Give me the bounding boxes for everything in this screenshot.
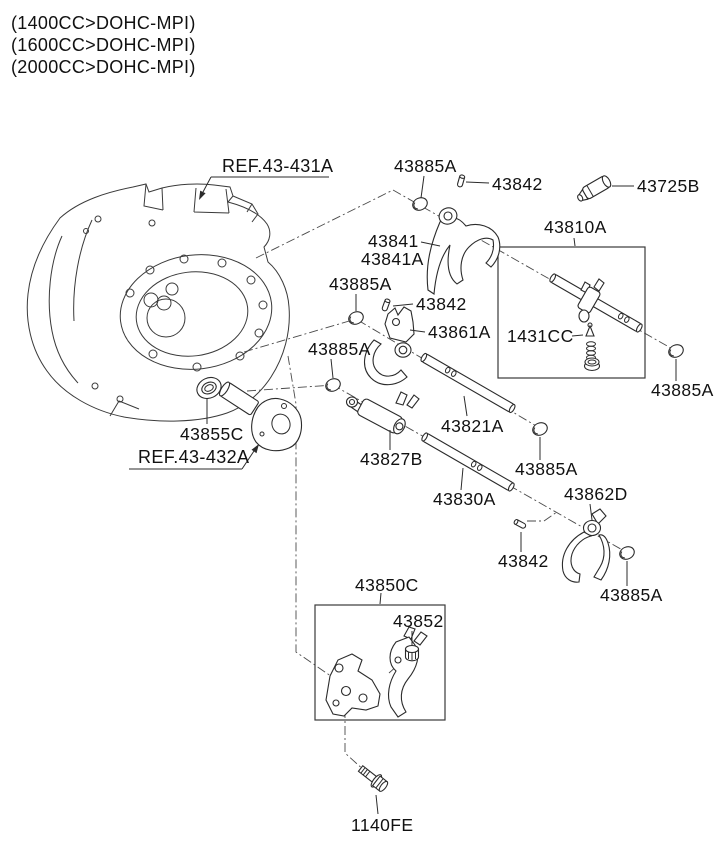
bushing-43885a-5: [619, 546, 635, 560]
plug-43725b: [577, 175, 612, 202]
label-1431cc: 1431CC: [507, 326, 574, 346]
label-ref-431a: REF.43-431A: [222, 156, 333, 176]
oil-seal-43855c: [196, 376, 222, 400]
label-43885a-6: 43885A: [651, 380, 714, 400]
label-43841: 43841: [368, 231, 419, 251]
label-43885a-3: 43885A: [308, 339, 371, 359]
lever-43850c: [387, 626, 428, 718]
bolt-1140fe: [357, 765, 389, 792]
label-43885a-1: 43885A: [394, 156, 457, 176]
pin-43842-2: [381, 298, 391, 312]
label-1140fe: 1140FE: [351, 815, 413, 835]
label-43841a: 43841A: [361, 249, 424, 269]
bushing-43885a-6: [668, 344, 684, 358]
pin-43842-3: [513, 519, 527, 529]
leader-lines: [129, 175, 677, 815]
bracket-43850c: [325, 653, 381, 717]
plug-43852: [404, 644, 420, 662]
box-43850c: [314, 604, 446, 721]
label-43855c: 43855C: [180, 424, 244, 444]
transmission-case-drawing: [26, 183, 290, 422]
variant-line-2: (1600CC>DOHC-MPI): [11, 35, 196, 55]
shaft-43830a: [421, 432, 515, 492]
box-43810a: [497, 246, 646, 379]
bushing-43885a-2: [348, 311, 364, 325]
variant-line-1: (1400CC>DOHC-MPI): [11, 13, 196, 33]
part-labels: REF.43-431A 43885A 43842 43725B 43810A 4…: [138, 156, 714, 835]
bushing-43885a-3: [325, 378, 341, 392]
label-43861a: 43861A: [428, 322, 491, 342]
shaft-43821a: [420, 352, 516, 414]
label-43827b: 43827B: [360, 449, 423, 469]
label-43830a: 43830A: [433, 489, 496, 509]
fork-43841: [426, 207, 501, 295]
label-43852: 43852: [393, 611, 444, 631]
label-43842-1: 43842: [492, 174, 543, 194]
label-43885a-2: 43885A: [329, 274, 392, 294]
label-43842-2: 43842: [416, 294, 467, 314]
fork-43861a: [364, 306, 415, 386]
lug-43827b: [345, 391, 420, 435]
engine-variant-header: (1400CC>DOHC-MPI) (1600CC>DOHC-MPI) (200…: [11, 12, 196, 78]
label-43810a: 43810A: [544, 217, 607, 237]
arrowhead-ref-432a: [251, 444, 259, 454]
bushing-43885a-4: [532, 422, 548, 436]
label-43850c: 43850C: [355, 575, 419, 595]
label-43862d: 43862D: [564, 484, 628, 504]
pin-43842-1: [456, 174, 466, 188]
label-43821a: 43821A: [441, 416, 504, 436]
variant-line-3: (2000CC>DOHC-MPI): [11, 57, 196, 77]
arrowhead-ref-431a: [199, 190, 206, 200]
detent-kit-1431cc: [583, 322, 601, 372]
label-ref-432a: REF.43-432A: [138, 447, 249, 467]
label-43885a-4: 43885A: [515, 459, 578, 479]
input-shaft-housing: [218, 381, 303, 452]
label-43885a-5: 43885A: [600, 585, 663, 605]
label-43842-3: 43842: [498, 551, 549, 571]
label-43725b: 43725B: [637, 176, 700, 196]
fork-43862d: [561, 508, 611, 583]
shaft-43810a-assembly: [549, 273, 643, 333]
bushing-43885a-1: [412, 197, 428, 211]
